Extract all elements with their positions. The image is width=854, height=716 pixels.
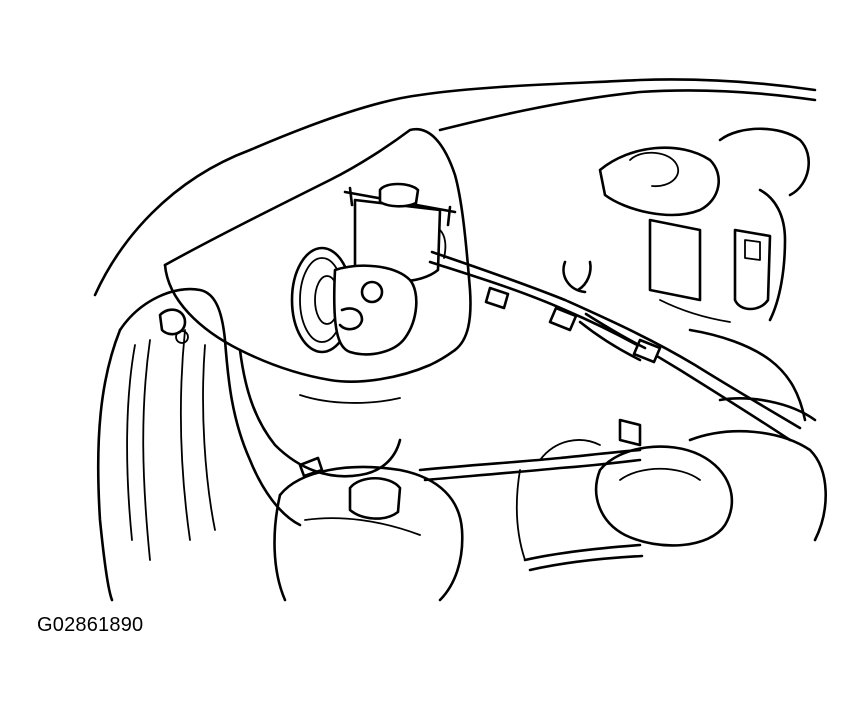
brake-fuel-lines (418, 439, 644, 572)
power-steering-reservoir (343, 182, 457, 283)
washer-reservoir (273, 456, 464, 602)
left-fender (96, 287, 302, 602)
engine-block-upper (598, 127, 810, 422)
engine-block-lower (594, 397, 827, 547)
power-steering-pump (290, 246, 418, 356)
hose-clip (562, 260, 592, 294)
figure-id-label: G02861890 (37, 614, 144, 636)
inner-fender-apron (163, 127, 472, 478)
hood-outline (93, 78, 817, 297)
